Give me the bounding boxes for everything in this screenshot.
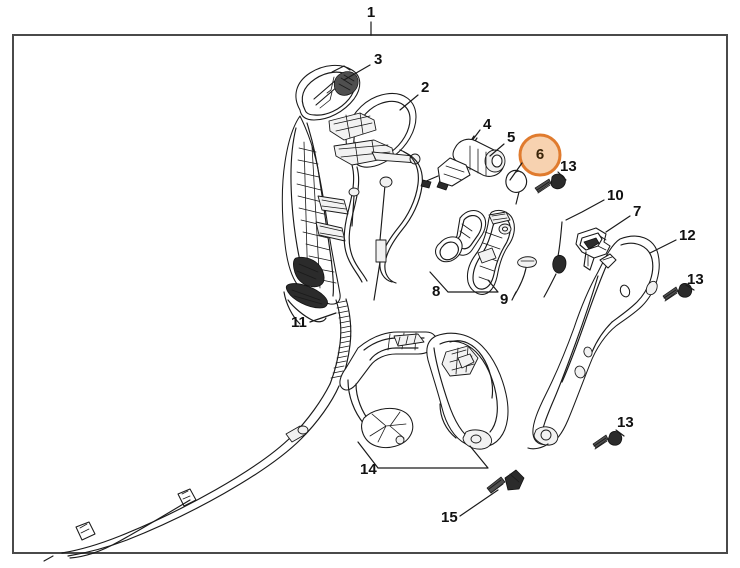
callout-label-3: 3 xyxy=(374,51,382,68)
callout-label-13: 13 xyxy=(560,158,577,175)
leader-12 xyxy=(649,239,677,254)
callout-label-10: 10 xyxy=(607,187,624,204)
leader-10 xyxy=(565,199,605,221)
callout-label-12: 12 xyxy=(679,227,696,244)
part-14-blower-tube-mount xyxy=(339,331,509,450)
callout-label-2: 2 xyxy=(421,79,429,96)
leader-15 xyxy=(459,489,499,517)
callout-label-15: 15 xyxy=(441,509,458,526)
callout-label-8: 8 xyxy=(432,283,440,300)
part-6-retaining-spring-clip xyxy=(505,169,528,205)
leader-6 xyxy=(509,162,523,181)
part-11-throttle-cable-coil xyxy=(43,298,352,562)
part-13a-pan-head-screw xyxy=(534,173,566,194)
callout-label-14: 14 xyxy=(360,461,377,478)
leader-13a xyxy=(557,171,567,181)
throttle-cable-group xyxy=(343,149,423,301)
part-12-handle-shroud xyxy=(527,235,660,450)
part-13c-pan-head-screw xyxy=(592,431,623,450)
leader-3 xyxy=(343,64,371,81)
leader-8-bracket xyxy=(429,271,499,293)
callout-label-1: 1 xyxy=(367,4,375,21)
leader-13b xyxy=(685,284,695,291)
callout-label-4: 4 xyxy=(483,116,492,133)
part-8-throttle-lever-set xyxy=(435,209,515,295)
leader-2 xyxy=(399,94,419,111)
part-2-handle-molding xyxy=(281,92,421,325)
callout-label-7: 7 xyxy=(633,203,641,220)
leader-9 xyxy=(511,291,517,301)
part-15-hex-shoulder-screw xyxy=(486,469,525,494)
part-10-tension-spring xyxy=(543,221,567,298)
leader-14-bracket xyxy=(357,441,489,469)
leader-11 xyxy=(309,312,337,323)
part-5-throttle-trigger-bushing xyxy=(420,138,506,189)
leader-13c xyxy=(615,429,625,437)
diagram-frame xyxy=(12,34,728,554)
highlight-circle-part-6[interactable] xyxy=(518,133,562,177)
callout-label-5: 5 xyxy=(507,129,515,146)
callout-label-6[interactable]: 6 xyxy=(536,146,544,163)
callout-label-13: 13 xyxy=(687,271,704,288)
leader-5 xyxy=(489,143,505,157)
part-3-handle-loop xyxy=(295,64,361,121)
part-7-switch-lever xyxy=(575,227,611,271)
callout-label-11: 11 xyxy=(291,314,307,331)
leader-7 xyxy=(605,215,631,233)
callout-label-13: 13 xyxy=(617,414,634,431)
callout-label-9: 9 xyxy=(500,291,508,308)
part-9-trigger-interlock-pin xyxy=(513,256,537,297)
